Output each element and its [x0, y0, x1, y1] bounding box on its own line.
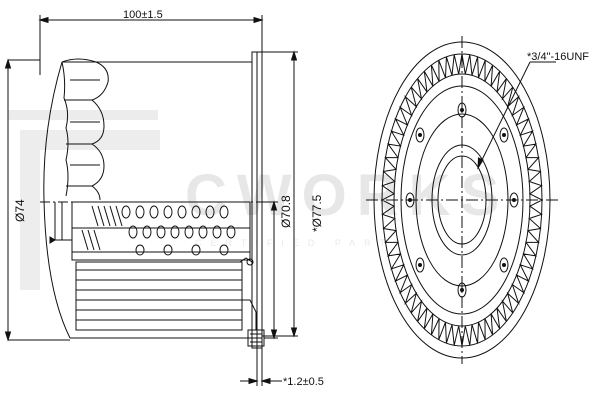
watermark: CWORKS CERTIFIED PARTS — [8, 110, 509, 290]
thread-spec-label: *3/4"-16UNF — [527, 51, 589, 63]
watermark-logo-bar — [8, 110, 158, 120]
thickness-dimension-label: *1.2±0.5 — [283, 376, 324, 388]
watermark-brand: CWORKS — [185, 163, 509, 228]
gasket-diameter-label: *Ø77.5 — [310, 194, 324, 232]
front-view — [366, 36, 558, 364]
perforations — [121, 205, 236, 256]
body-diameter-label: Ø74 — [13, 199, 27, 222]
watermark-tagline: CERTIFIED PARTS — [195, 238, 409, 248]
side-view — [4, 15, 298, 386]
length-dimension-label: 100±1.5 — [123, 9, 163, 21]
inner-diameter-label: Ø70.8 — [279, 195, 293, 228]
spring — [81, 205, 123, 251]
watermark-logo-mark — [20, 130, 160, 290]
bolt-holes — [405, 102, 519, 298]
